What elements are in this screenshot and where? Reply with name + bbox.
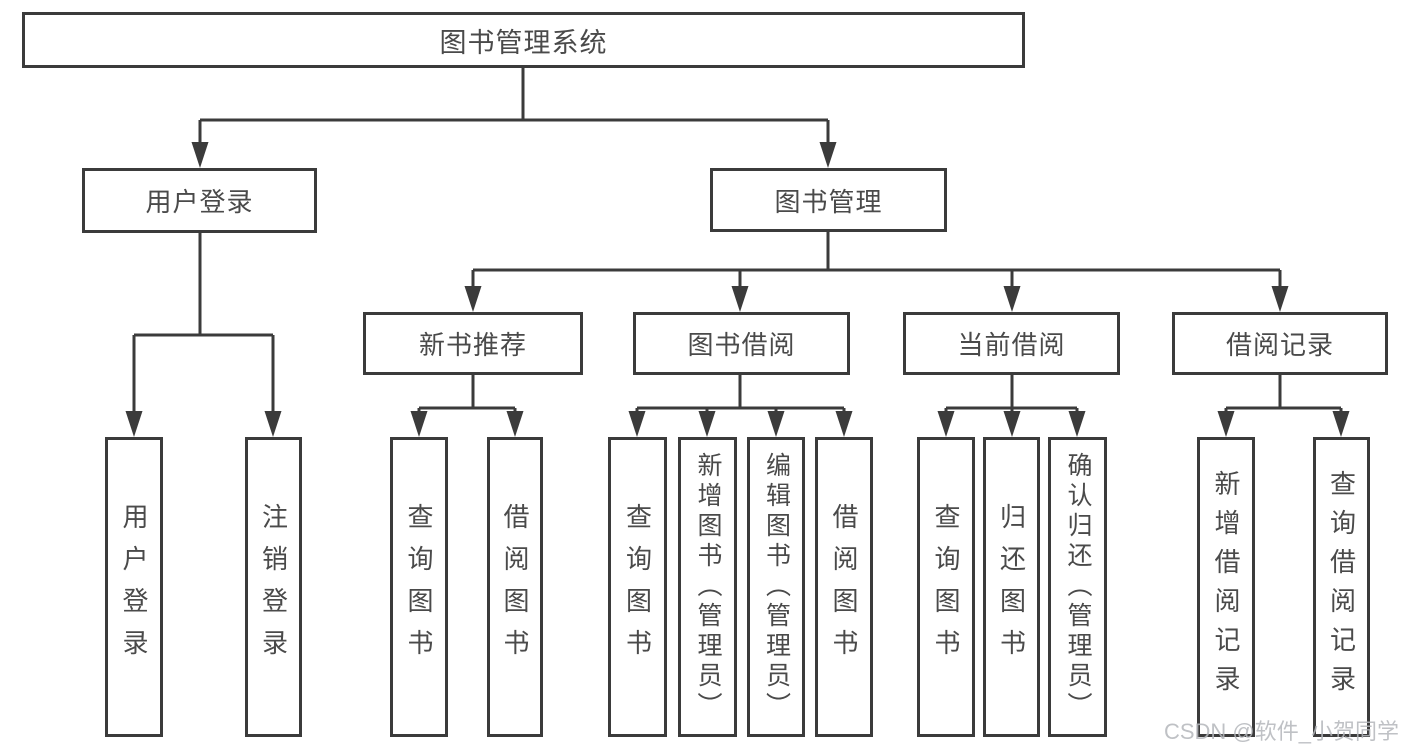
node-borrow-records: 借阅记录 bbox=[1172, 312, 1388, 375]
edge-new-book-recommend-to-leaves bbox=[410, 375, 524, 437]
arrowhead bbox=[125, 411, 143, 437]
arrowhead bbox=[191, 142, 209, 168]
arrowhead bbox=[767, 411, 785, 437]
leaf-query-books-current: 查询图书 bbox=[917, 437, 975, 737]
leaf-return-books: 归还图书 bbox=[983, 437, 1040, 737]
node-book-management: 图书管理 bbox=[710, 168, 947, 232]
arrowhead bbox=[937, 411, 955, 437]
edge-user-login-to-leaves bbox=[125, 233, 282, 437]
arrowhead bbox=[698, 411, 716, 437]
arrowhead bbox=[506, 411, 524, 437]
node-user-login: 用户登录 bbox=[82, 168, 317, 233]
arrowhead bbox=[464, 286, 482, 312]
leaf-logout: 注销登录 bbox=[245, 437, 302, 737]
arrowhead bbox=[835, 411, 853, 437]
leaf-label: 查询图书 bbox=[404, 503, 434, 671]
arrowhead bbox=[1271, 286, 1289, 312]
arrowhead bbox=[1003, 286, 1021, 312]
leaf-label: 确认归还（管理员） bbox=[1064, 452, 1092, 722]
arrowhead bbox=[1332, 411, 1350, 437]
leaf-label: 编辑图书（管理员） bbox=[762, 452, 791, 722]
leaf-add-borrow-record: 新增借阅记录 bbox=[1197, 437, 1255, 737]
leaf-confirm-return-admin: 确认归还（管理员） bbox=[1048, 437, 1107, 737]
leaf-label: 归还图书 bbox=[996, 503, 1027, 671]
leaf-query-books-borrow: 查询图书 bbox=[608, 437, 667, 737]
edge-borrow-records-to-leaves bbox=[1217, 375, 1350, 437]
arrowhead bbox=[1003, 411, 1021, 437]
edge-current-borrow-to-leaves bbox=[937, 375, 1086, 437]
leaf-query-borrow-record: 查询借阅记录 bbox=[1313, 437, 1370, 737]
leaf-add-books-admin: 新增图书（管理员） bbox=[678, 437, 737, 737]
arrowhead bbox=[1068, 411, 1086, 437]
edge-book-borrow-to-leaves bbox=[628, 375, 853, 437]
leaf-borrow-books: 借阅图书 bbox=[815, 437, 873, 737]
leaf-label: 借阅图书 bbox=[829, 503, 859, 671]
edge-book-management-to-level3 bbox=[464, 232, 1289, 312]
leaf-borrow-books-recommend: 借阅图书 bbox=[487, 437, 543, 737]
leaf-label: 查询图书 bbox=[931, 503, 961, 671]
arrowhead bbox=[819, 142, 837, 168]
node-new-book-recommend: 新书推荐 bbox=[363, 312, 583, 375]
leaf-logout-label: 注销登录 bbox=[258, 503, 289, 671]
leaf-query-books-recommend: 查询图书 bbox=[390, 437, 448, 737]
leaf-edit-books-admin: 编辑图书（管理员） bbox=[747, 437, 805, 737]
arrowhead bbox=[410, 411, 428, 437]
leaf-label: 查询借阅记录 bbox=[1326, 470, 1357, 704]
node-current-borrow: 当前借阅 bbox=[903, 312, 1120, 375]
leaf-label: 查询图书 bbox=[622, 503, 653, 671]
node-library-system: 图书管理系统 bbox=[22, 12, 1025, 68]
arrowhead bbox=[264, 411, 282, 437]
csdn-watermark: CSDN @软件_小贺同学 bbox=[1163, 719, 1399, 744]
arrowhead bbox=[628, 411, 646, 437]
leaf-user-login: 用户登录 bbox=[105, 437, 163, 737]
leaf-label: 借阅图书 bbox=[500, 503, 530, 671]
leaf-label: 新增图书（管理员） bbox=[694, 452, 722, 722]
arrowhead bbox=[1217, 411, 1235, 437]
edge-root-to-level2 bbox=[191, 68, 837, 168]
leaf-user-login-label: 用户登录 bbox=[119, 503, 149, 671]
arrowhead bbox=[731, 286, 749, 312]
leaf-label: 新增借阅记录 bbox=[1211, 470, 1241, 704]
node-book-borrow: 图书借阅 bbox=[633, 312, 850, 375]
